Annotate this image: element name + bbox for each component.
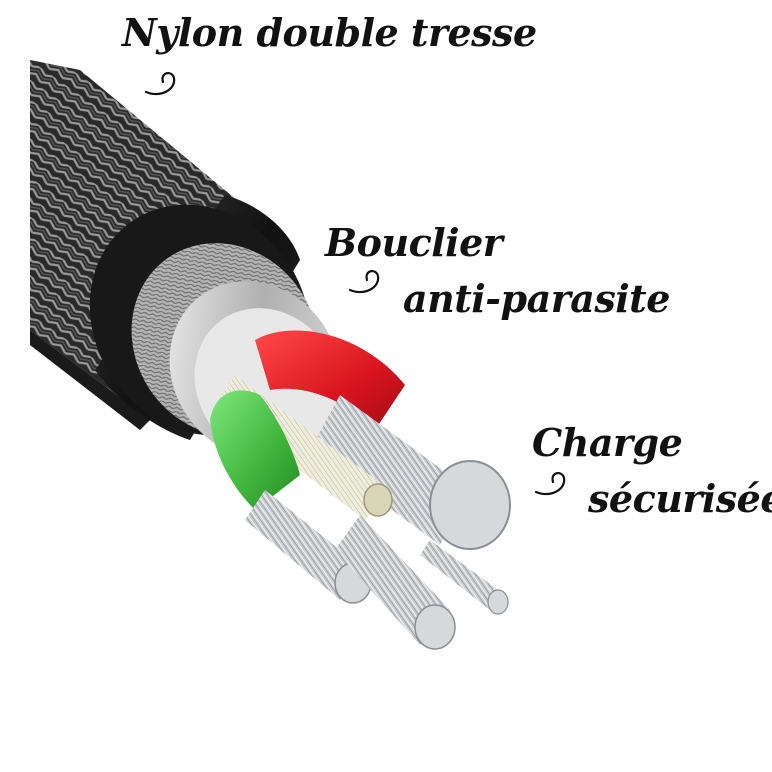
green-data-wire xyxy=(210,390,372,604)
shield-label-line1: Bouclier xyxy=(325,220,503,265)
exposed-conductors xyxy=(335,515,509,650)
red-power-wire xyxy=(255,330,511,550)
charge-label-line1: Charge xyxy=(532,420,683,465)
shield-label-line2: anti-parasite xyxy=(403,276,670,321)
nylon-braid-label: Nylon double tresse xyxy=(122,10,537,55)
charge-label-line2: sécurisée xyxy=(588,476,772,521)
curl-arrow-icon xyxy=(144,72,566,496)
